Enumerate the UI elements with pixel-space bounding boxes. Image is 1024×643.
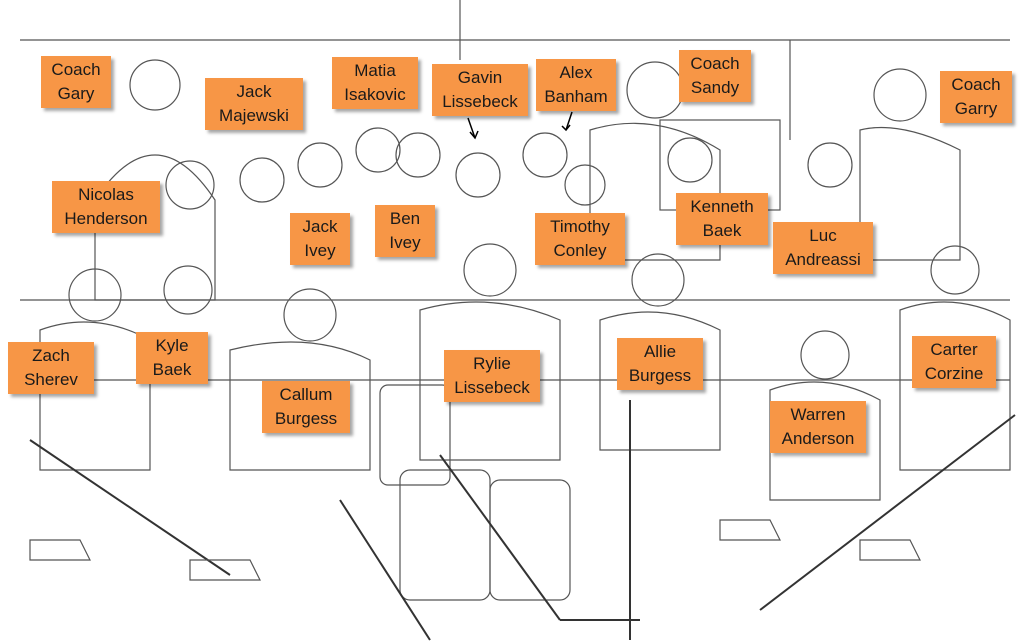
name-label-warren-anderson: Warren Anderson [770,401,866,453]
goalie-pad [379,384,451,486]
name-label-coach-sandy: Coach Sandy [679,50,751,102]
name-label-zach-sherev: Zach Sherev [8,342,94,394]
hockey-sticks [29,400,1016,641]
name-label-allie-burgess: Allie Burgess [617,338,703,390]
name-label-kenneth-baek: Kenneth Baek [676,193,768,245]
skates [29,519,921,581]
name-label-gavin-lissebeck: Gavin Lissebeck [432,64,528,116]
name-label-coach-garry: Coach Garry [940,71,1012,123]
name-label-rylie-lissebeck: Rylie Lissebeck [444,350,540,402]
name-label-matia-isakovic: Matia Isakovic [332,57,418,109]
goalie-pad [489,479,571,601]
pointer-arrows [467,111,573,140]
goalie-pad [399,469,491,601]
name-label-coach-gary: Coach Gary [41,56,111,108]
name-label-jack-ivey: Jack Ivey [290,213,350,265]
name-label-alex-banham: Alex Banham [536,59,616,111]
name-label-jack-majewski: Jack Majewski [205,78,303,130]
name-label-timothy-conley: Timothy Conley [535,213,625,265]
name-label-ben-ivey: Ben Ivey [375,205,435,257]
player-body-outlines [39,122,1011,501]
name-label-luc-andreassi: Luc Andreassi [773,222,873,274]
name-label-carter-corzine: Carter Corzine [912,336,996,388]
name-label-kyle-baek: Kyle Baek [136,332,208,384]
name-label-nicolas-henderson: Nicolas Henderson [52,181,160,233]
name-label-callum-burgess: Callum Burgess [262,381,350,433]
player-head-outlines [68,59,980,380]
